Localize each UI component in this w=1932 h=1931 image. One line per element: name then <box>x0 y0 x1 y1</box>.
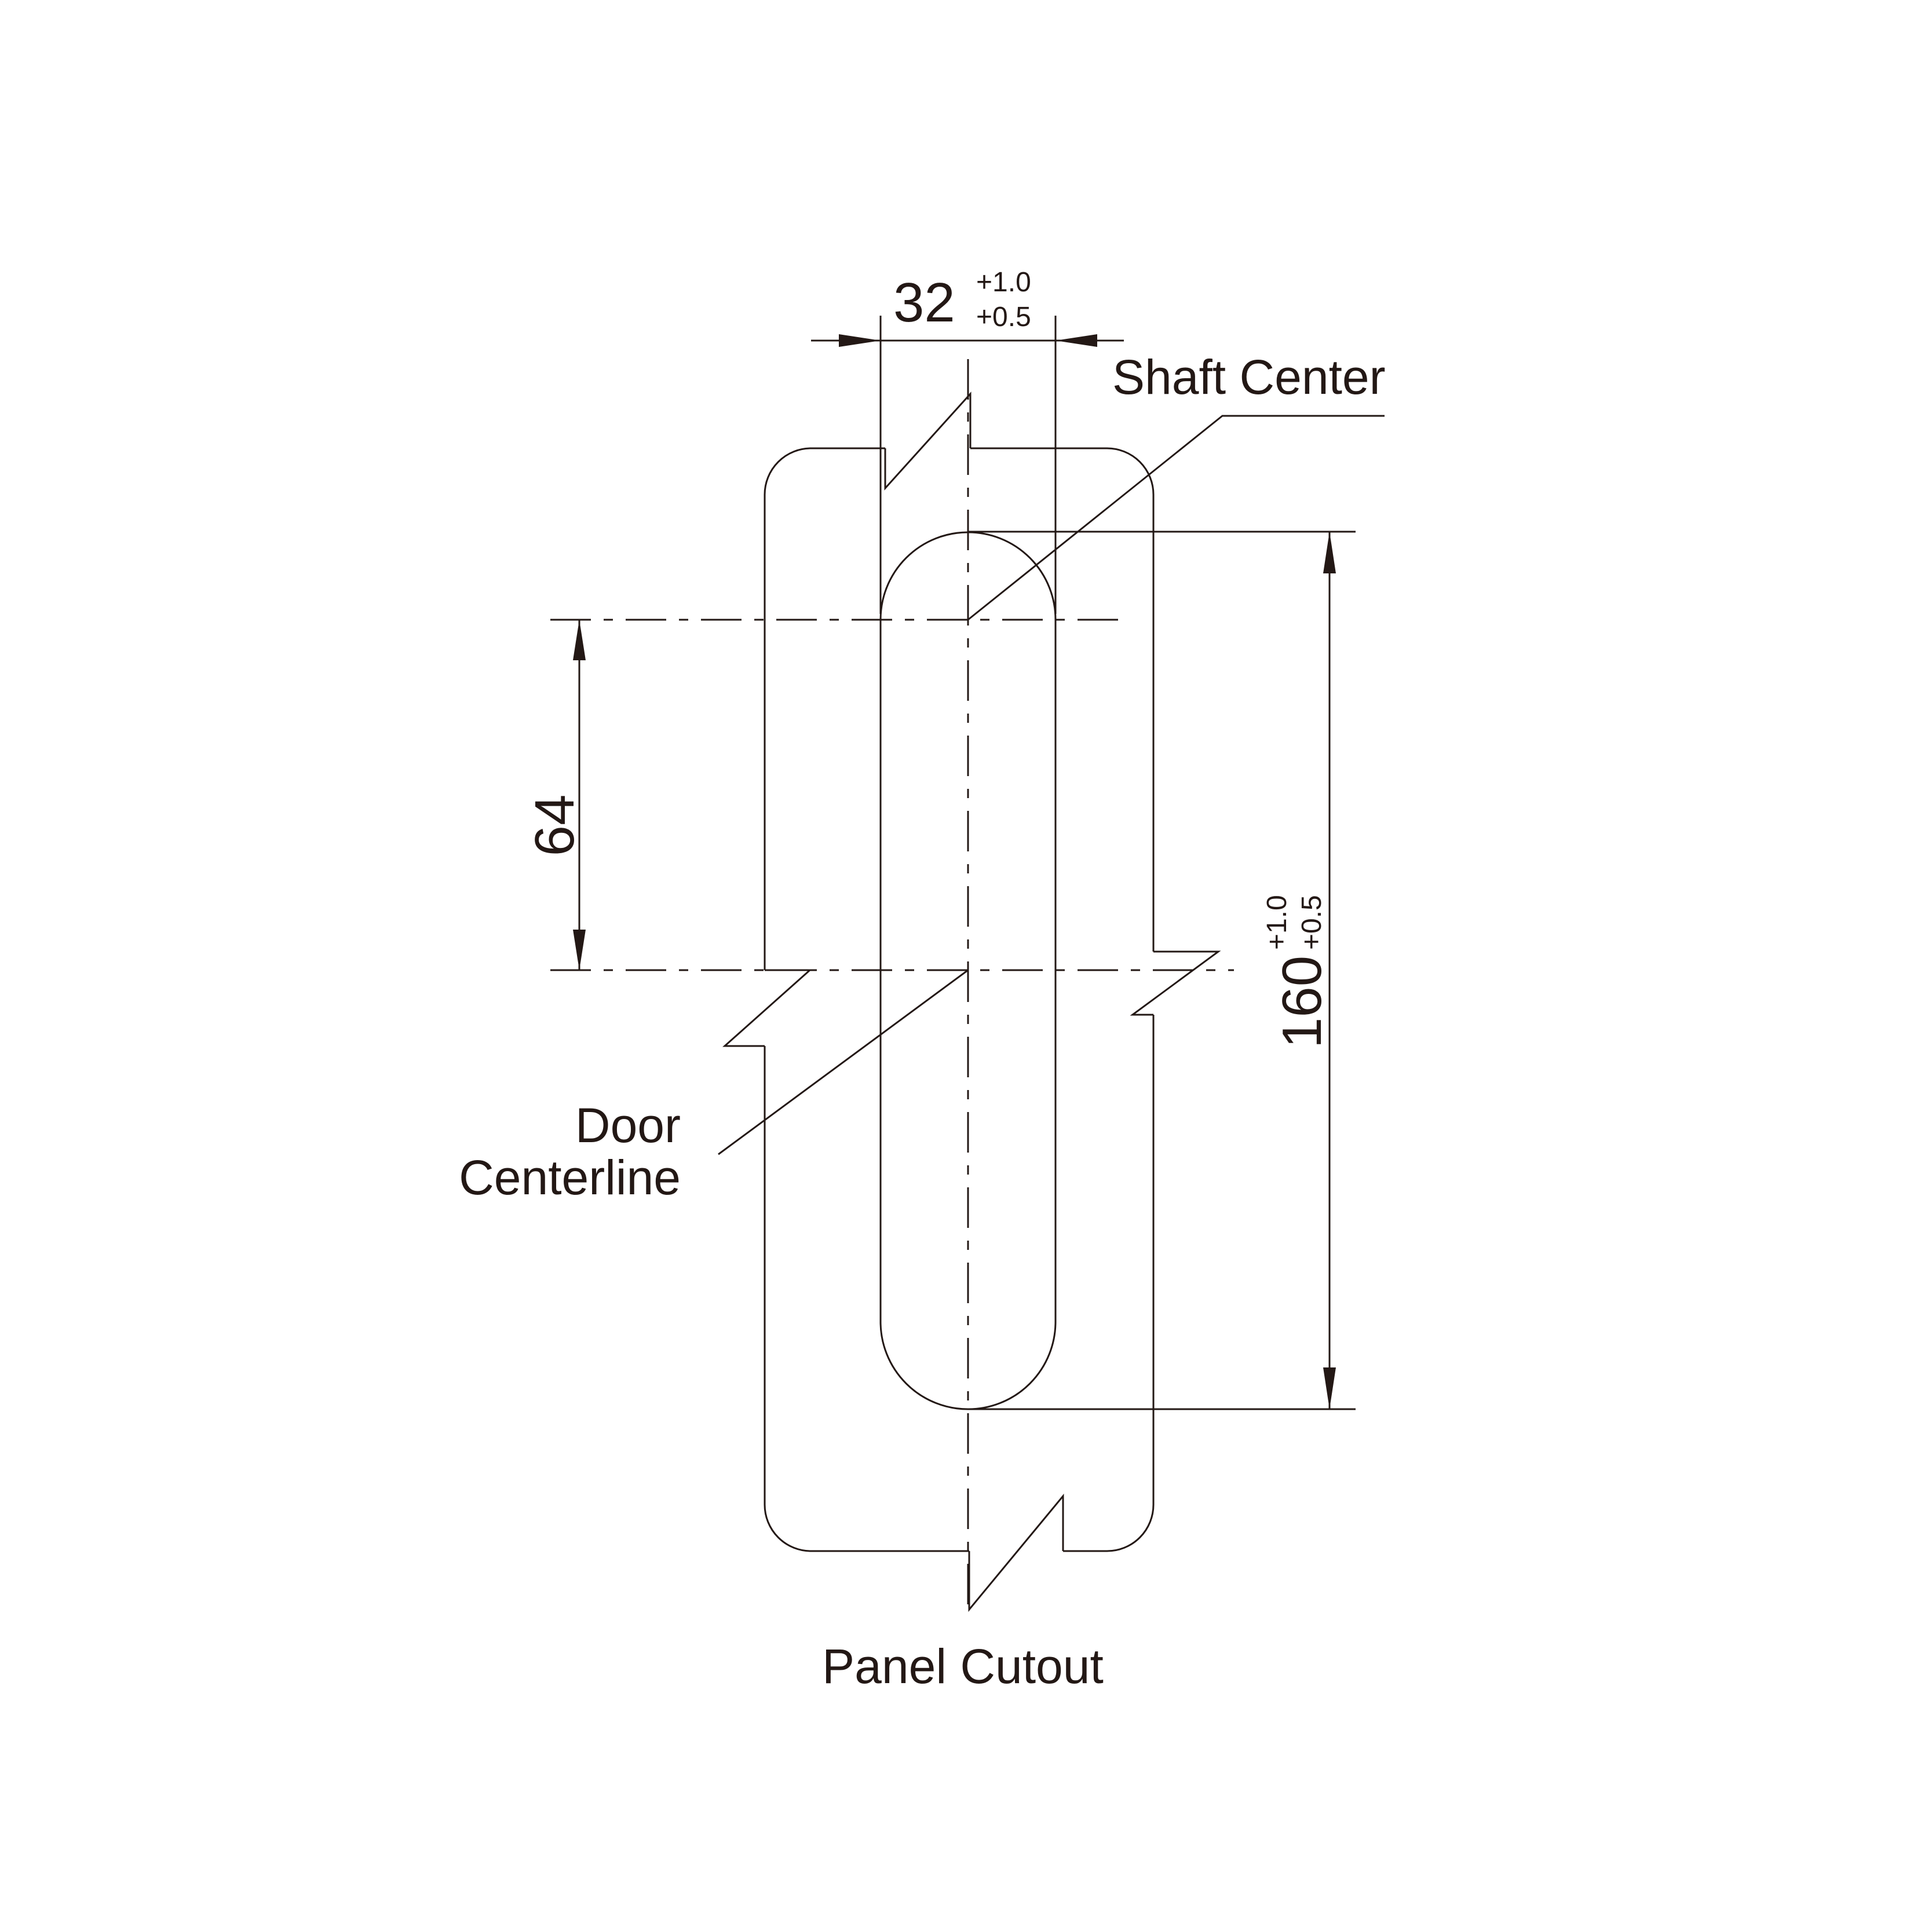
length-tol-upper: +1.0 <box>1262 895 1292 950</box>
top-break <box>884 392 972 491</box>
width-arrow-left <box>839 334 881 347</box>
shaft-center-callout: Shaft Center <box>967 350 1386 621</box>
slot-outline <box>879 531 1057 1410</box>
bottom-break <box>968 1493 1064 1612</box>
offset-dimension: 64 <box>524 620 586 970</box>
door-centerline-label-line1: Door <box>575 1098 681 1153</box>
length-arrow-bottom <box>1323 1367 1336 1409</box>
break-lines <box>722 392 1221 1612</box>
door-centerline-callout: Door Centerline <box>459 969 969 1205</box>
left-break <box>722 969 812 1047</box>
door-centerline-leader <box>718 969 969 1155</box>
width-value: 32 <box>893 272 955 334</box>
width-dimension: 32 +1.0 +0.5 <box>811 267 1124 614</box>
length-dimension: 160 +1.0 +0.5 <box>968 531 1356 1410</box>
offset-arrow-top <box>573 620 586 660</box>
width-tol-lower: +0.5 <box>976 302 1031 332</box>
shaft-center-leader <box>967 415 1385 621</box>
shaft-center-label: Shaft Center <box>1112 350 1386 404</box>
offset-value: 64 <box>524 795 586 857</box>
panel-outline <box>764 447 1155 1552</box>
width-arrow-right <box>1056 334 1097 347</box>
length-arrow-top <box>1323 532 1336 573</box>
panel-cutout-label: Panel Cutout <box>822 1639 1104 1694</box>
length-value: 160 <box>1271 956 1333 1048</box>
right-break <box>1130 950 1221 1016</box>
length-tol-lower: +0.5 <box>1296 895 1327 950</box>
door-centerline-label-line2: Centerline <box>459 1150 681 1205</box>
offset-arrow-bottom <box>573 930 586 970</box>
width-tol-upper: +1.0 <box>976 267 1031 298</box>
